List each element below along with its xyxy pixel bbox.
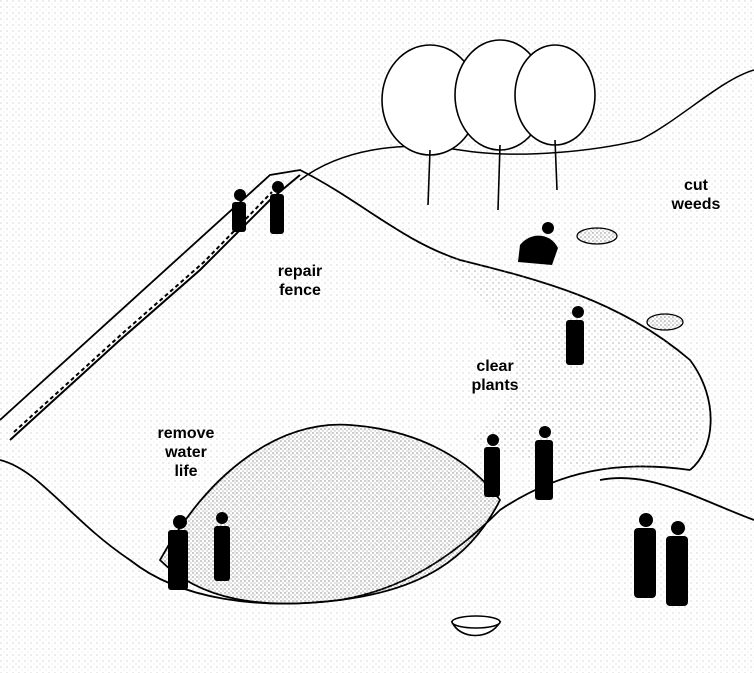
pond	[158, 423, 502, 605]
label-line: water	[165, 444, 207, 461]
label-line: cut	[684, 177, 708, 194]
label-line: weeds	[671, 196, 721, 213]
person-weeds-2	[566, 306, 584, 365]
basket-icon	[450, 615, 502, 637]
person-water-1	[168, 515, 188, 590]
label-remove-water-life: remove water life	[146, 424, 226, 481]
label-clear-plants: clear plants	[460, 357, 530, 395]
person-weeds-1	[518, 222, 558, 265]
label-line: plants	[471, 377, 519, 394]
label-line: repair	[277, 263, 323, 280]
label-line: clear	[476, 358, 514, 375]
person-fence-2	[270, 181, 284, 234]
trees	[381, 39, 596, 211]
stream-area	[420, 250, 704, 470]
label-repair-fence: repair fence	[268, 262, 332, 300]
people-silhouettes	[168, 181, 688, 606]
person-plants-2	[535, 426, 553, 500]
person-watching-2	[666, 521, 688, 606]
weed-piles	[576, 227, 684, 331]
label-line: fence	[279, 282, 321, 299]
person-watching-1	[634, 513, 656, 598]
label-line: life	[174, 463, 198, 480]
person-plants-1	[484, 434, 500, 497]
person-water-2	[214, 512, 230, 581]
person-fence-1	[232, 189, 246, 232]
label-line: remove	[157, 425, 215, 442]
label-cut-weeds: cut weeds	[668, 176, 724, 214]
far-hills	[299, 69, 754, 181]
